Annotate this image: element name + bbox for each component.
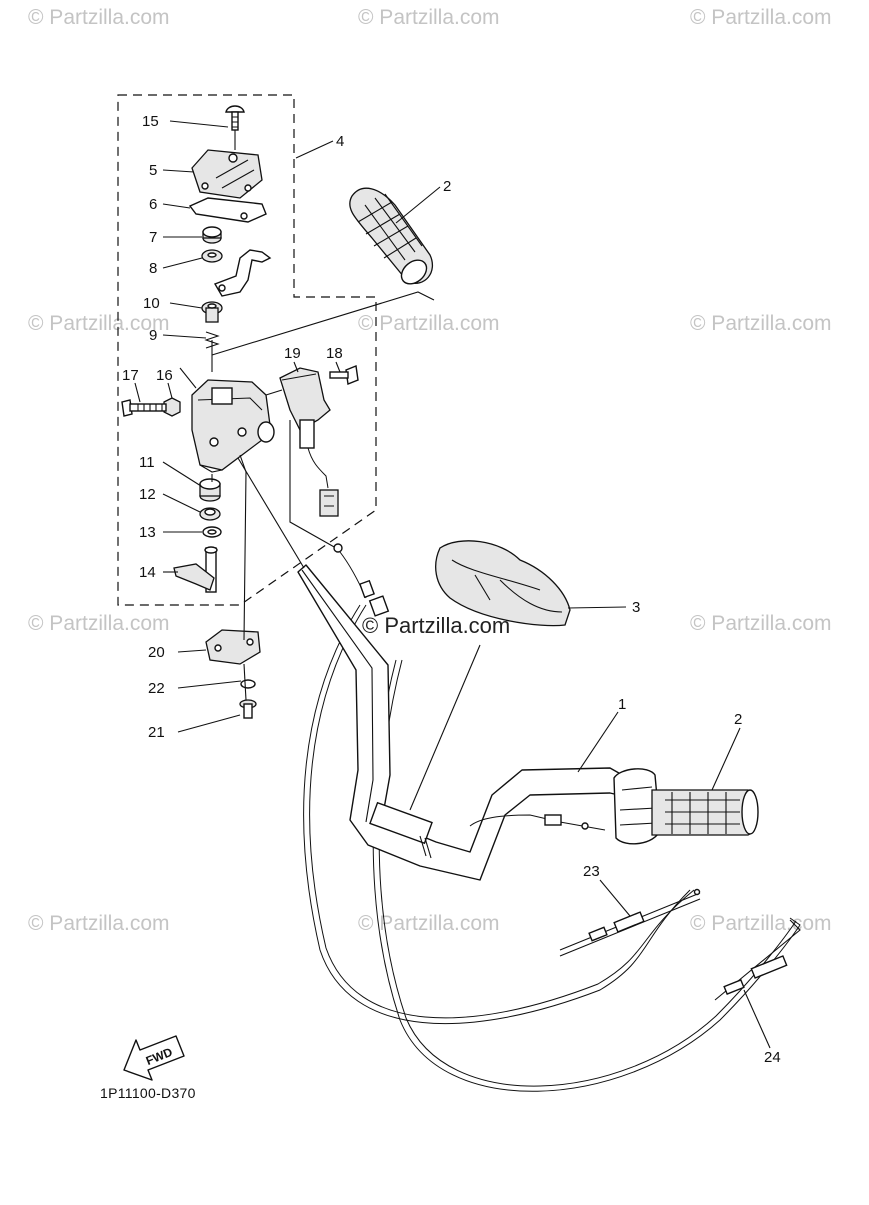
drawing-code: 1P11100-D370: [100, 1085, 196, 1101]
part-washer-13: [202, 526, 222, 538]
part-washer-22: [240, 679, 256, 689]
callout-1: 1: [618, 696, 626, 713]
watermark: © Partzilla.com: [690, 312, 832, 335]
watermark: © Partzilla.com: [28, 912, 170, 935]
callout-21: 21: [148, 724, 165, 741]
part-handlebar-pad: [435, 540, 571, 627]
callout-10: 10: [143, 295, 160, 312]
part-cable-23-adjuster: [559, 888, 701, 957]
callout-2-upper: 2: [443, 178, 451, 195]
part-cable-24-adjuster: [714, 919, 801, 1001]
callout-24: 24: [764, 1049, 781, 1066]
callout-18: 18: [326, 345, 343, 362]
part-gasket-6: [188, 197, 267, 223]
part-lever-14: [173, 546, 218, 593]
part-screw-15: [225, 105, 245, 131]
watermark: © Partzilla.com: [690, 6, 832, 29]
callouts: 15 5 6 7 8 10 9 4 2 17 16 19 18 11 12 13…: [122, 113, 781, 1066]
part-nut-7: [202, 226, 222, 244]
watermark: © Partzilla.com: [28, 612, 170, 635]
explode-lines: [211, 130, 481, 811]
callout-8: 8: [149, 260, 157, 277]
part-washer-12: [199, 507, 221, 521]
part-screw-18: [329, 365, 359, 385]
watermark: © Partzilla.com: [28, 6, 170, 29]
part-grommet-11: [199, 478, 221, 502]
fwd-arrow-icon: FWD: [123, 1035, 185, 1081]
watermark: © Partzilla.com: [28, 312, 170, 335]
callout-12: 12: [139, 486, 156, 503]
callout-23: 23: [583, 863, 600, 880]
part-clutch-cable-end: [289, 420, 390, 617]
part-switch-19: [279, 367, 339, 517]
watermark: © Partzilla.com: [358, 6, 500, 29]
callout-15: 15: [142, 113, 159, 130]
callout-14: 14: [139, 564, 156, 581]
callout-2-right: 2: [734, 711, 742, 728]
part-switch-housing: [191, 379, 275, 473]
leader-lines: [134, 120, 771, 1049]
part-lever-8: [201, 249, 272, 297]
part-throttle-cable-end: [469, 814, 606, 831]
callout-19: 19: [284, 345, 301, 362]
part-cover-5: [191, 149, 263, 199]
callout-7: 7: [149, 229, 157, 246]
part-bushing-10: [201, 301, 223, 323]
callout-5: 5: [149, 162, 157, 179]
watermark: © Partzilla.com: [358, 312, 500, 335]
watermark-grid: © Partzilla.com © Partzilla.com © Partzi…: [28, 6, 832, 935]
watermark: © Partzilla.com: [690, 612, 832, 635]
callout-16: 16: [156, 367, 173, 384]
callout-11: 11: [139, 454, 155, 471]
callout-22: 22: [148, 680, 165, 697]
part-grip-right: [613, 768, 759, 845]
callout-20: 20: [148, 644, 165, 661]
part-spring-9: [204, 331, 220, 349]
cable-throttle: [303, 604, 695, 1025]
callout-3: 3: [632, 599, 640, 616]
callout-13: 13: [139, 524, 156, 541]
part-clamp-20: [205, 629, 261, 665]
callout-9: 9: [149, 327, 157, 344]
callout-4: 4: [336, 133, 344, 150]
center-watermark: © Partzilla.com: [362, 613, 510, 638]
watermark: © Partzilla.com: [358, 912, 500, 935]
watermark: © Partzilla.com: [690, 912, 832, 935]
part-screw-21: [239, 699, 257, 719]
callout-6: 6: [149, 196, 157, 213]
part-bolt-17: [121, 399, 167, 417]
callout-17: 17: [122, 367, 139, 384]
part-grip-upper: [349, 187, 433, 285]
